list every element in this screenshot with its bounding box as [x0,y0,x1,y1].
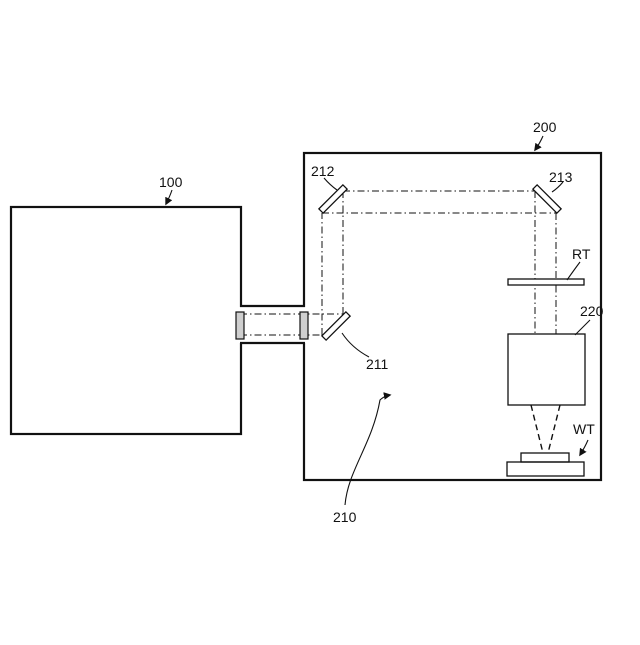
label-mirror-211: 211 [366,356,389,372]
label-mirror-213: 213 [549,169,573,185]
reticle-plate [508,279,584,285]
label-optical-system: 210 [333,509,357,525]
label-wafer: WT [573,421,595,437]
label-chamber: 200 [533,119,557,135]
label-reticle: RT [572,246,591,262]
label-laser-source: 100 [159,174,183,190]
label-projection-lens: 220 [580,303,604,319]
laser-source-box [11,207,241,434]
exit-window [300,312,308,339]
entrance-window [236,312,244,339]
connecting-tube [239,306,306,343]
label-mirror-212: 212 [311,163,335,179]
